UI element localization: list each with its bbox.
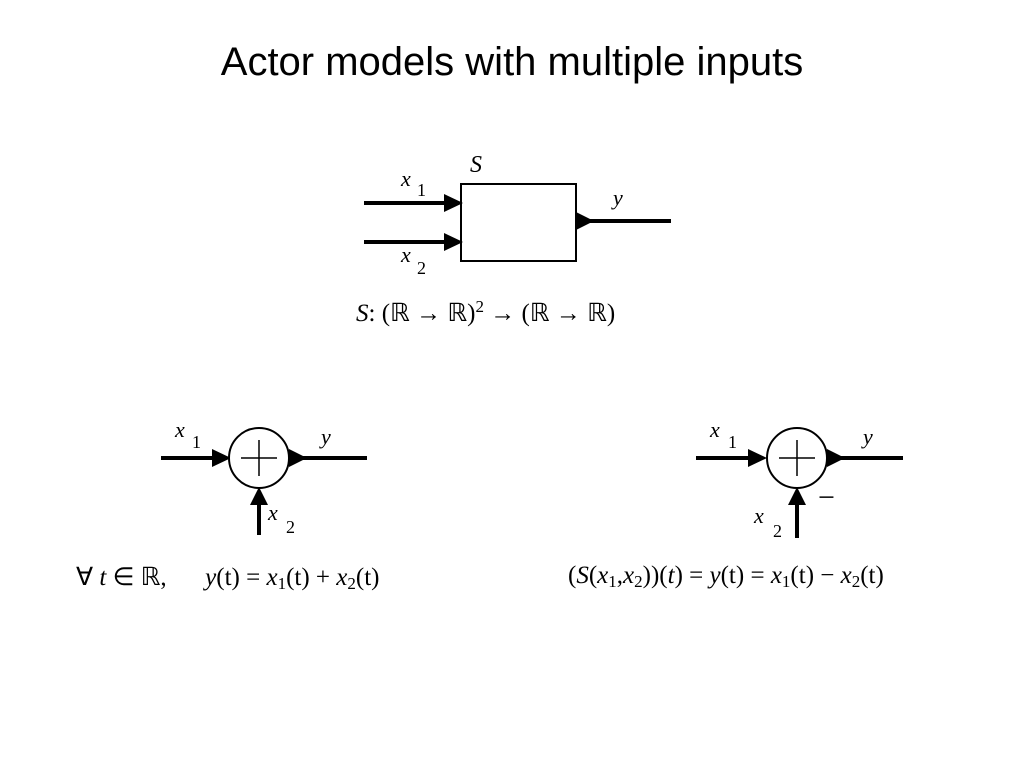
- open-paren-2: (: [588, 562, 598, 589]
- open-paren: (: [568, 562, 577, 589]
- output-y-label: y: [611, 185, 623, 210]
- x1-sub: 1: [608, 572, 617, 591]
- comma: ,: [616, 562, 624, 589]
- actor-s-diagram: S x 1 x 2 y: [364, 152, 671, 278]
- eq-codomain: → (ℝ → ℝ): [483, 300, 616, 327]
- output-port-triangle: [576, 212, 594, 230]
- y-var: y: [709, 562, 721, 589]
- t-var: t: [99, 564, 107, 591]
- sub-x1-subscript: 1: [728, 432, 737, 452]
- actor-s-label: S: [470, 152, 482, 178]
- eq-1: ) =: [674, 562, 710, 589]
- eq-s-symbol: S: [356, 300, 369, 327]
- x2-var-rhs: x: [840, 562, 852, 589]
- slide-title: Actor models with multiple inputs: [220, 40, 804, 84]
- sub-x2-subscript: 2: [773, 521, 782, 541]
- adder-equation: ∀ t ∈ ℝ, y(t) = x1(t) + x2(t): [76, 562, 379, 592]
- s-var: S: [576, 562, 589, 589]
- sub-x1-label: x: [709, 417, 720, 442]
- input-x1-subscript: 1: [417, 180, 426, 200]
- x2-sub: 2: [634, 572, 643, 591]
- lhs-arg: (t) =: [216, 564, 267, 591]
- adder-input-x2-arrowhead: [250, 487, 268, 505]
- adder-input-x1-arrowhead: [212, 449, 231, 467]
- input-x2-arrowhead: [444, 233, 463, 251]
- plus-term: (t) +: [286, 564, 337, 591]
- tail-arg: (t): [355, 564, 380, 591]
- sub-x2-label: x: [753, 503, 764, 528]
- in-reals: ∈ ℝ,: [106, 564, 167, 591]
- subtractor-diagram: x 1 y x 2 −: [696, 417, 903, 541]
- x1-var: x: [266, 564, 278, 591]
- close-parens: ))(: [642, 562, 668, 589]
- input-x1-arrowhead: [444, 194, 463, 212]
- x2-var: x: [336, 564, 348, 591]
- adder-diagram: x 1 y x 2: [161, 417, 367, 537]
- adder-x1-subscript: 1: [192, 432, 201, 452]
- input-x1-label: x: [400, 166, 411, 191]
- sub-y-label: y: [861, 424, 873, 449]
- minus-term: (t) −: [790, 562, 841, 589]
- input-x2-label: x: [400, 242, 411, 267]
- subtractor-equation: (S(x1,x2))(t) = y(t) = x1(t) − x2(t): [568, 562, 884, 590]
- eq-2: (t) =: [720, 562, 771, 589]
- x2-sub-rhs: 2: [851, 572, 861, 591]
- x2-sub: 2: [347, 574, 356, 593]
- sub-output-triangle: [827, 449, 845, 467]
- y-var: y: [205, 564, 217, 591]
- eq-power: 2: [475, 297, 484, 316]
- sub-input-x2-arrowhead: [788, 487, 806, 505]
- top-signature-equation: S: (ℝ → ℝ)2 → (ℝ → ℝ): [356, 298, 615, 328]
- x1-sub: 1: [277, 574, 287, 593]
- adder-output-triangle: [289, 449, 307, 467]
- actor-s-box: [460, 183, 577, 262]
- sub-minus-sign: −: [818, 481, 835, 514]
- x2-var: x: [623, 562, 635, 589]
- adder-y-label: y: [319, 424, 331, 449]
- tail-arg: (t): [860, 562, 884, 589]
- adder-x1-label: x: [174, 417, 185, 442]
- x1-var-rhs: x: [770, 562, 782, 589]
- t-var: t: [667, 562, 675, 589]
- forall-symbol: ∀: [76, 564, 94, 591]
- adder-x2-subscript: 2: [286, 517, 295, 537]
- eq-domain: (ℝ → ℝ): [381, 300, 476, 327]
- adder-x2-label: x: [267, 500, 278, 525]
- sub-input-x1-arrowhead: [748, 449, 767, 467]
- x1-var: x: [597, 562, 609, 589]
- eq-colon: :: [368, 300, 376, 327]
- x1-sub-rhs: 1: [781, 572, 791, 591]
- input-x2-subscript: 2: [417, 258, 426, 278]
